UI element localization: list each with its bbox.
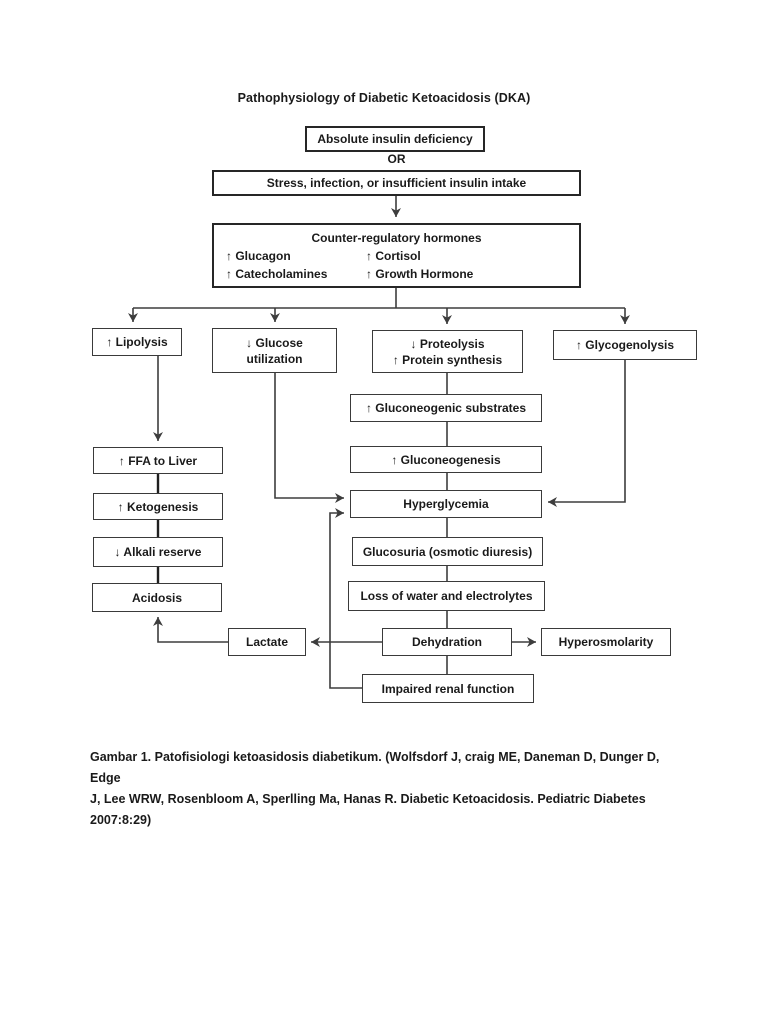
proteolysis-line2: ↑ Protein synthesis — [392, 352, 503, 367]
node-acidosis: Acidosis — [92, 583, 222, 612]
node-ketogenesis: ↑ Ketogenesis — [93, 493, 223, 520]
arrow-glycogenolysis-to-hyperglycemia — [548, 360, 626, 507]
node-alkali-reserve: ↓ Alkali reserve — [93, 537, 223, 567]
node-loss-of-water-electrolytes: Loss of water and electrolytes — [348, 581, 545, 611]
node-stress-infection: Stress, infection, or insufficient insul… — [212, 170, 581, 196]
node-lactate: Lactate — [228, 628, 306, 656]
node-absolute-insulin-deficiency: Absolute insulin deficiency — [305, 126, 485, 152]
node-gluconeogenesis: ↑ Gluconeogenesis — [350, 446, 542, 473]
node-counter-regulatory-hormones: Counter-regulatory hormones ↑ Glucagon ↑… — [212, 223, 581, 288]
arrow-lactate-to-acidosis — [153, 617, 228, 643]
glucose-utilization-line1: ↓ Glucose — [246, 335, 303, 350]
counter-regulatory-title: Counter-regulatory hormones — [311, 231, 482, 245]
glucose-utilization-line2: utilization — [246, 351, 303, 366]
node-hyperglycemia: Hyperglycemia — [350, 490, 542, 518]
node-hyperosmolarity: Hyperosmolarity — [541, 628, 671, 656]
counter-item-cortisol: ↑ Cortisol — [366, 249, 421, 263]
counter-item-catecholamines: ↑ Catecholamines — [226, 267, 328, 281]
node-proteolysis-protein-synthesis: ↓ Proteolysis ↑ Protein synthesis — [372, 330, 523, 373]
caption-line-2: J, Lee WRW, Rosenbloom A, Sperlling Ma, … — [90, 792, 646, 806]
node-lipolysis: ↑ Lipolysis — [92, 328, 182, 356]
node-dehydration: Dehydration — [382, 628, 512, 656]
diagram-title: Pathophysiology of Diabetic Ketoacidosis… — [237, 91, 531, 105]
arrow-impairedrenal-to-hyperglycemia — [329, 508, 362, 689]
counter-item-growth-hormone: ↑ Growth Hormone — [366, 267, 474, 281]
node-impaired-renal-function: Impaired renal function — [362, 674, 534, 703]
arrow-glucoseutil-to-hyperglycemia — [274, 373, 344, 503]
node-glycogenolysis: ↑ Glycogenolysis — [553, 330, 697, 360]
node-ffa-to-liver: ↑ FFA to Liver — [93, 447, 223, 474]
figure-caption: Gambar 1. Patofisiologi ketoasidosis dia… — [90, 747, 690, 831]
caption-line-3: 2007:8:29) — [90, 813, 152, 827]
node-gluconeogenic-substrates: ↑ Gluconeogenic substrates — [350, 394, 542, 422]
or-connector-label: OR — [387, 152, 406, 166]
node-glucose-utilization: ↓ Glucose utilization — [212, 328, 337, 373]
caption-line-1: Gambar 1. Patofisiologi ketoasidosis dia… — [90, 750, 660, 785]
proteolysis-line1: ↓ Proteolysis — [410, 336, 485, 351]
counter-item-glucagon: ↑ Glucagon — [226, 249, 291, 263]
node-glucosuria: Glucosuria (osmotic diuresis) — [352, 537, 543, 566]
